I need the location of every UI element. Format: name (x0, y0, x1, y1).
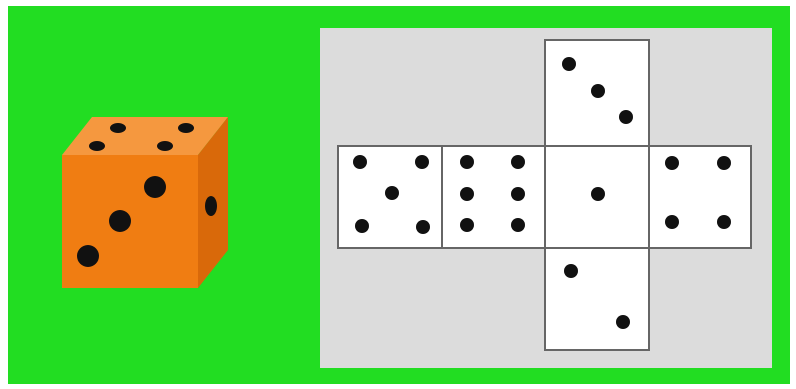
net-pip (564, 264, 578, 278)
net-face-center-left-square (442, 146, 545, 248)
die-top-pip (89, 141, 105, 151)
net-pip (591, 84, 605, 98)
net-pip (460, 187, 474, 201)
net-face-right-square (649, 146, 751, 248)
net-pip (591, 187, 605, 201)
orange-die (62, 117, 228, 288)
net-face-right (649, 146, 751, 248)
net-pip (717, 156, 731, 170)
net-face-bottom-square (545, 248, 649, 350)
net-pip (619, 110, 633, 124)
net-pip (416, 220, 430, 234)
net-pip (616, 315, 630, 329)
net-pip (355, 219, 369, 233)
net-pip (665, 156, 679, 170)
net-face-left (338, 146, 442, 248)
net-pip (717, 215, 731, 229)
net-face-bottom (545, 248, 649, 350)
net-pip (665, 215, 679, 229)
die-front-pip (77, 245, 99, 267)
net-pip (562, 57, 576, 71)
net-pip (460, 155, 474, 169)
net-pip (353, 155, 367, 169)
net-pip (415, 155, 429, 169)
net-pip (385, 186, 399, 200)
die-top-pip (110, 123, 126, 133)
net-face-top (545, 40, 649, 146)
die-front-pip (144, 176, 166, 198)
net-pip (511, 155, 525, 169)
die-top-pip (178, 123, 194, 133)
net-pip (511, 218, 525, 232)
net-face-center-left (442, 146, 545, 248)
net-pip (460, 218, 474, 232)
net-pip (511, 187, 525, 201)
die-top-pip (157, 141, 173, 151)
die-right-pip (205, 196, 217, 216)
net-face-center (545, 146, 649, 248)
die-front-pip (109, 210, 131, 232)
